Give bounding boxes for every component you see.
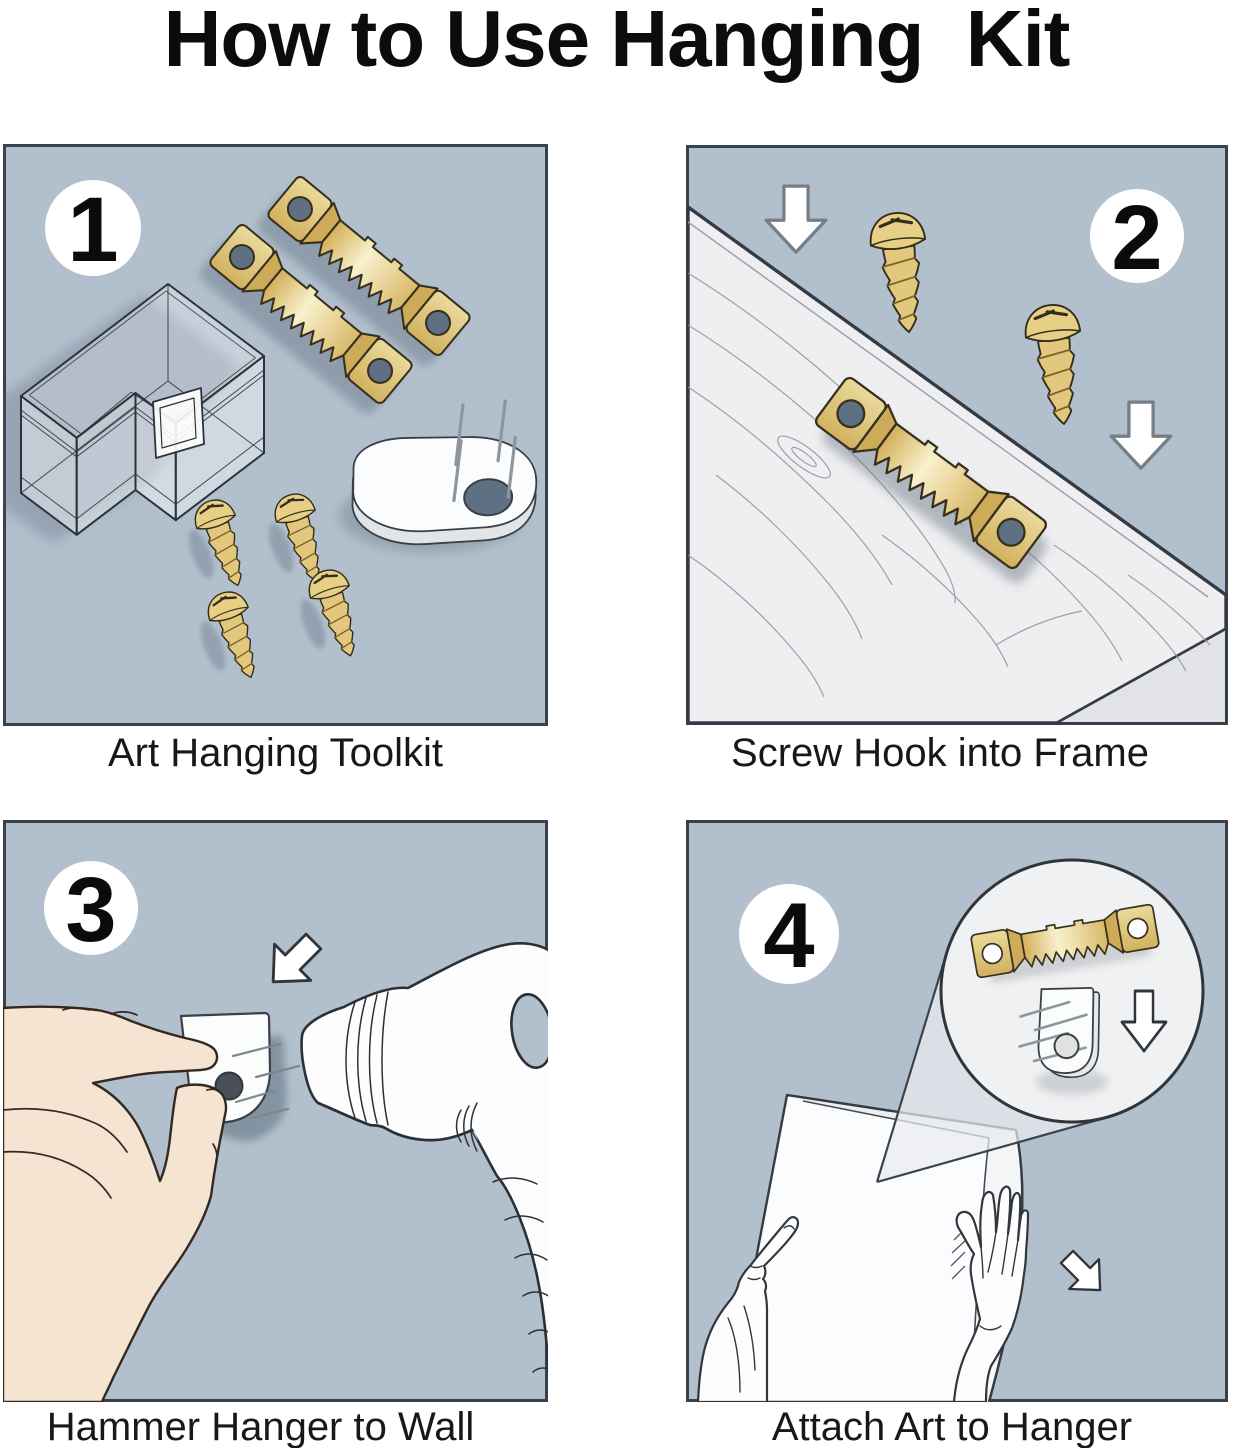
step-2-caption: Screw Hook into Frame — [731, 731, 1149, 775]
panel-step-4: 4 — [686, 820, 1228, 1402]
hand-icon — [696, 1216, 800, 1402]
step-number-badge: 1 — [45, 179, 141, 281]
step-1-caption: Art Hanging Toolkit — [108, 731, 443, 775]
panel-step-1: 1 — [3, 144, 548, 726]
storage-box-icon — [20, 283, 265, 536]
hand-icon — [952, 1185, 1030, 1402]
step-number-badge: 4 — [739, 884, 839, 987]
step-3-illustration: 3 — [3, 820, 548, 1402]
step-4-caption: Attach Art to Hanger — [771, 1405, 1133, 1448]
step-number: 3 — [65, 859, 116, 961]
step-number: 2 — [1111, 187, 1162, 289]
step-number: 4 — [763, 885, 814, 987]
hook-shadow — [1036, 1069, 1108, 1095]
step-1-illustration: 1 — [3, 144, 548, 726]
hand-lines — [979, 1231, 1019, 1331]
page-title: How to Use Hanging Kit — [163, 0, 1071, 83]
magnifier-circle — [939, 858, 1205, 1124]
step-number-badge: 3 — [44, 859, 138, 961]
step-3-caption: Hammer Hanger to Wall — [46, 1405, 475, 1448]
step-2-illustration: 2 — [686, 145, 1228, 725]
pins — [231, 1042, 301, 1120]
step-number-badge: 2 — [1090, 187, 1184, 289]
hand-lines — [3, 1006, 224, 1199]
panel-step-3: 3 — [3, 820, 548, 1402]
panel-step-2: 2 — [686, 145, 1228, 725]
hand-icon — [3, 1005, 228, 1402]
step-4-illustration: 4 — [686, 820, 1228, 1402]
step-number: 1 — [67, 179, 118, 281]
hammer-lines — [345, 991, 548, 1373]
hand-lines — [727, 1225, 795, 1393]
claw-gap — [510, 993, 548, 1069]
